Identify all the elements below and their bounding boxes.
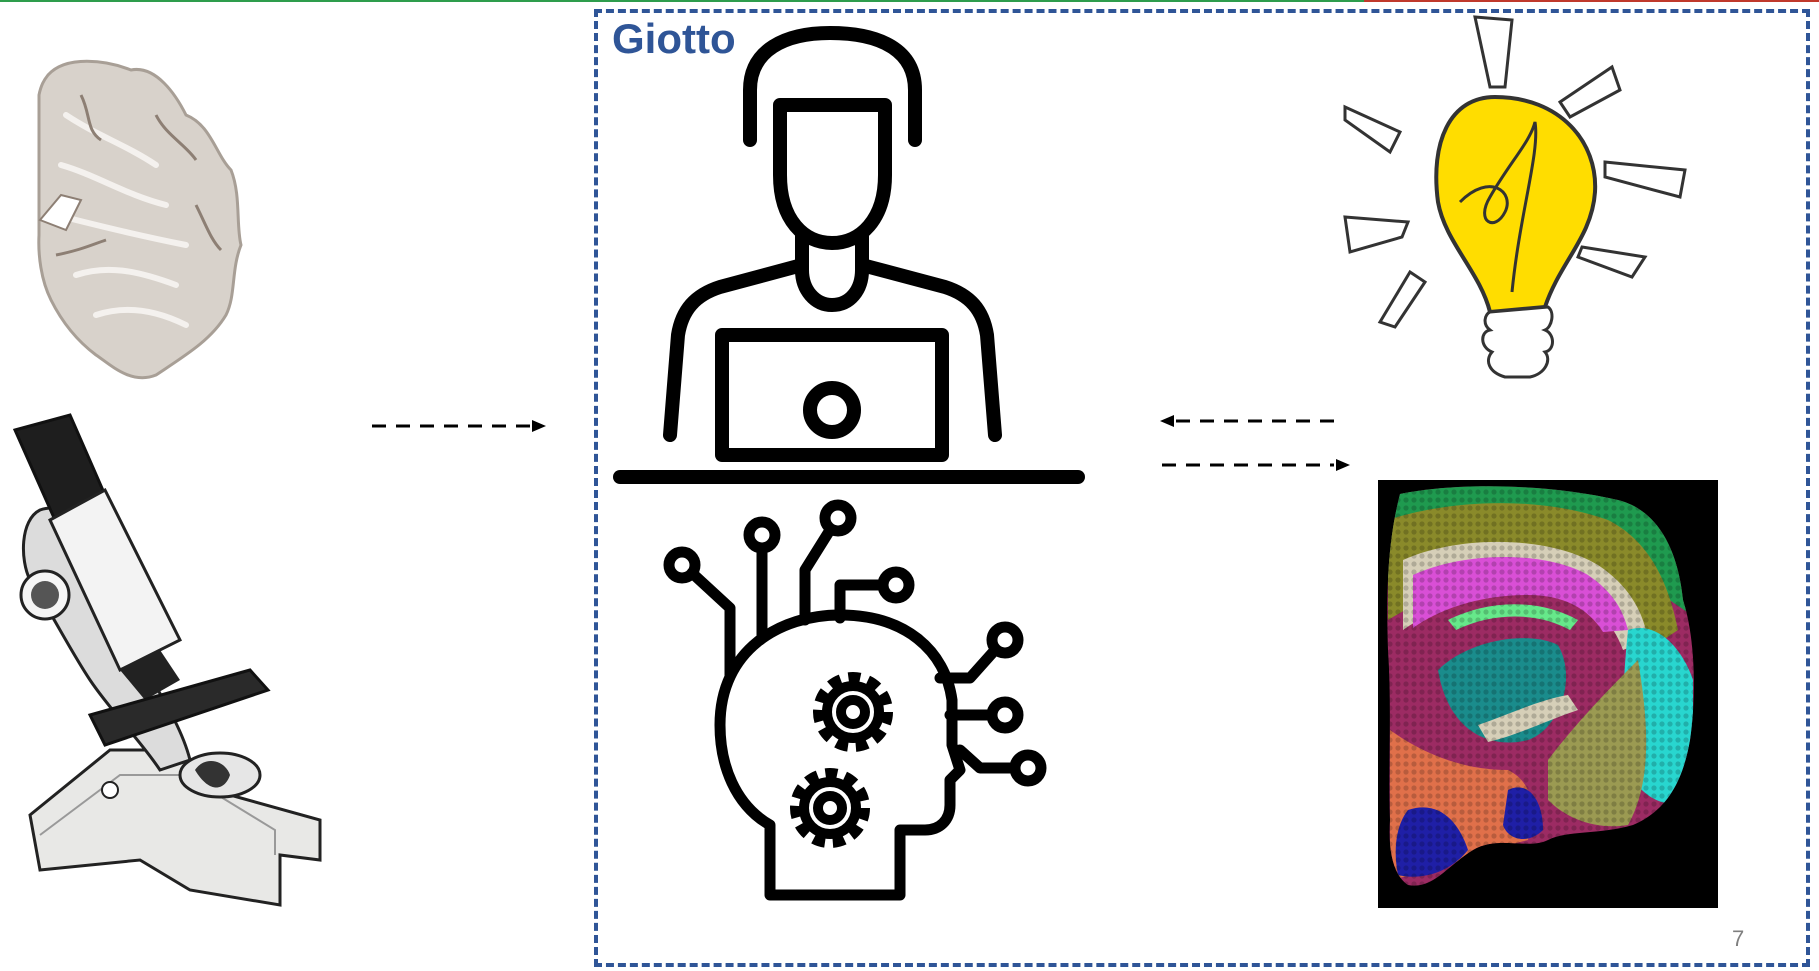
lightbulb-icon — [1340, 12, 1695, 392]
brain-section-icon — [36, 55, 246, 385]
ai-gears-head-icon — [660, 500, 1060, 920]
user-with-laptop-icon — [610, 25, 1085, 485]
top-accent-line — [0, 0, 1819, 2]
microscope-icon — [10, 410, 330, 910]
feedback-arrow — [1160, 411, 1345, 431]
output-arrow — [1162, 455, 1352, 475]
spatial-cluster-map-icon — [1378, 480, 1718, 908]
page-number: 7 — [1732, 926, 1744, 952]
input-arrow — [372, 416, 547, 436]
